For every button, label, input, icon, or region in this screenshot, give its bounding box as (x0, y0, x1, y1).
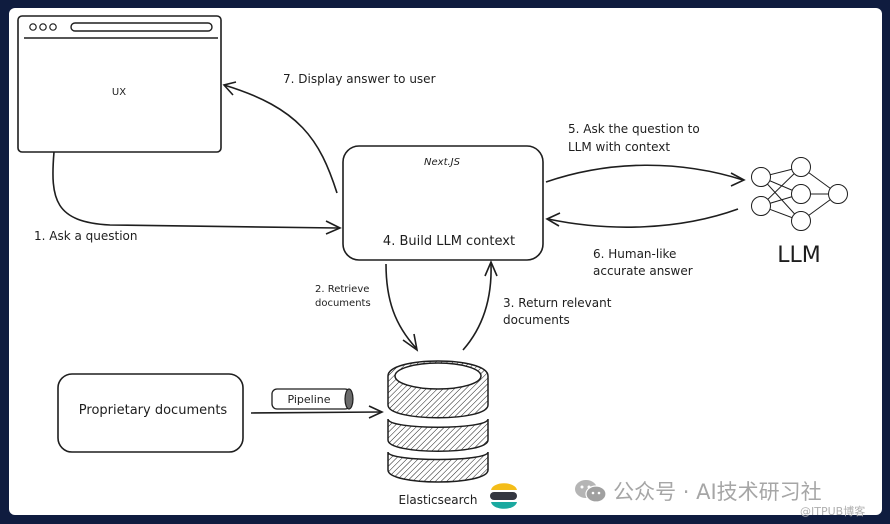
ux-label: UX (112, 87, 126, 98)
wechat-watermark: 公众号 · AI技术研习社 (574, 476, 822, 506)
ux-window: UX (17, 15, 222, 153)
window-dot-icon (29, 23, 37, 31)
return-label-line2: documents (503, 313, 570, 327)
elasticsearch-label: Elasticsearch (398, 493, 477, 507)
elasticsearch-logo-icon (490, 483, 517, 509)
edge-ask-llm: 5. Ask the question to LLM with context (545, 122, 746, 187)
arrowhead-icon (545, 212, 561, 227)
window-dot-icon (49, 23, 57, 31)
edge-ask-question: 1. Ask a question (34, 151, 342, 243)
retrieve-label-line2: documents (315, 298, 371, 309)
elasticsearch-database: Elasticsearch (387, 360, 489, 507)
nextjs-node: Next.JS 4. Build LLM context (342, 145, 544, 261)
display-answer-label: 7. Display answer to user (283, 72, 436, 86)
answer-label-line1: 6. Human-like (593, 247, 676, 261)
retrieve-label-line1: 2. Retrieve (315, 284, 369, 295)
build-context-label: 4. Build LLM context (383, 234, 515, 249)
arrowhead-icon (222, 81, 237, 96)
neural-network-icon (751, 157, 848, 231)
arrowhead-icon (730, 172, 746, 187)
watermark-sub: @ITPUB博客 (800, 505, 866, 518)
llm-node: LLM (751, 157, 848, 268)
edge-display-answer: 7. Display answer to user (222, 72, 436, 194)
ask-question-label: 1. Ask a question (34, 229, 138, 243)
ask-llm-label-line1: 5. Ask the question to (568, 122, 700, 136)
ask-llm-label-line2: LLM with context (568, 140, 670, 154)
proprietary-documents-node: Proprietary documents (57, 373, 244, 453)
window-dot-icon (39, 23, 47, 31)
edge-pipeline: Pipeline (250, 388, 384, 419)
wechat-icon (575, 480, 607, 503)
pipeline-tube: Pipeline (271, 388, 354, 410)
arrowhead-icon (368, 405, 384, 419)
arrowhead-icon (484, 259, 498, 277)
edge-answer: 6. Human-like accurate answer (545, 208, 739, 278)
pipeline-label: Pipeline (287, 393, 330, 406)
proprietary-label: Proprietary documents (79, 403, 228, 418)
edge-return-relevant: 3. Return relevant documents (462, 259, 612, 351)
arrowhead-icon (325, 220, 342, 235)
answer-label-line2: accurate answer (593, 264, 693, 278)
llm-label: LLM (777, 243, 821, 268)
edge-retrieve: 2. Retrieve documents (315, 263, 419, 352)
nextjs-title: Next.JS (424, 157, 461, 168)
address-bar (70, 22, 213, 32)
arrowhead-icon (402, 333, 419, 352)
return-label-line1: 3. Return relevant (503, 296, 612, 310)
watermark-main: 公众号 · AI技术研习社 (613, 480, 822, 504)
